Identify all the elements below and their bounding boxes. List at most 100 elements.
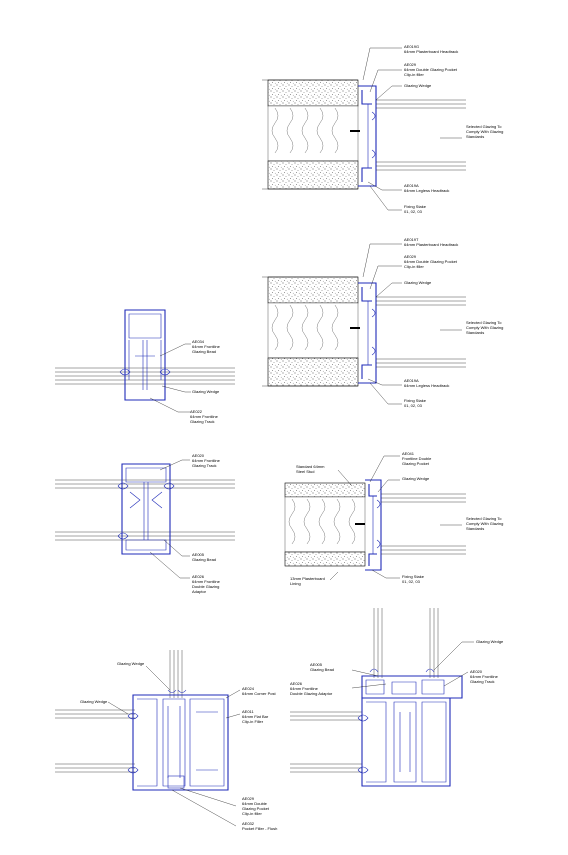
label-line: 64mm Frontline — [290, 686, 319, 691]
label-line: Selected Glazing To — [466, 516, 502, 521]
label-line: Fixing Stake — [404, 398, 427, 403]
wall-section — [262, 79, 359, 190]
label-line: Glazing Pocket — [242, 806, 270, 811]
wall-section — [262, 276, 359, 387]
label-line: AE034 — [192, 339, 205, 344]
label-line: Glazing Wedge — [192, 389, 220, 394]
label-line: 64mm Plasterboard Headtrack — [404, 49, 458, 54]
label-line: AE029 — [404, 62, 417, 67]
corner-post-profile — [127, 689, 229, 791]
label-line: Steel Stud — [296, 469, 314, 474]
label-line: Glazing Wedge — [404, 83, 432, 88]
label-line: 64mm Frontline — [192, 458, 221, 463]
label-line: 64mm Double — [242, 801, 268, 806]
label-line: 64mm Frontline — [190, 414, 219, 419]
label-line: Glazing Track — [470, 679, 494, 684]
label-line: AE019A — [404, 183, 419, 188]
glazing — [381, 493, 466, 555]
glazing — [376, 296, 466, 368]
glazing — [55, 367, 235, 385]
label-line: 64mm Plasterboard Headtrack — [404, 242, 458, 247]
label-line: AE026 — [192, 574, 205, 579]
label-line: AE005 — [192, 552, 205, 557]
label-line: Fixing Stake — [404, 204, 427, 209]
label-line: AE041 — [402, 451, 415, 456]
label-line: Glazing Wedge — [117, 661, 145, 666]
label-line: Selected Glazing To — [466, 320, 502, 325]
label-line: Lining — [290, 581, 301, 586]
label-line: AE019T — [404, 237, 419, 242]
callout-label: Glazing Wedge — [192, 389, 220, 394]
label-line: 64mm Frontline — [470, 674, 499, 679]
label-line: Fixing Stake — [402, 574, 425, 579]
label-line: 64mm Frontline — [192, 344, 221, 349]
label-line: Comply With Glazing — [466, 129, 503, 134]
label-line: 64mm Double Glazing Pocket — [404, 259, 458, 264]
label-line: 64mm Legless Headtrack — [404, 188, 449, 193]
label-line: Pocket Filler - Flush — [242, 826, 277, 831]
label-line: Clip-in Filler — [242, 719, 264, 724]
label-line: Selected Glazing To — [466, 124, 502, 129]
callout-label: Glazing Wedge — [476, 639, 504, 644]
callout-leaders — [362, 243, 462, 405]
callout-label: Glazing Wedge — [404, 83, 432, 88]
callout-label: Glazing Wedge — [402, 476, 430, 481]
callout-leaders — [362, 47, 462, 211]
label-line: 01, 02, 03 — [404, 209, 423, 214]
label-line: 64mm Flat Bar — [242, 714, 269, 719]
label-line: Glazing Wedge — [476, 639, 504, 644]
label-line: AE020 — [192, 453, 205, 458]
callout-leaders — [329, 455, 462, 581]
label-line: Adaptor — [192, 589, 207, 594]
label-line: AE032 — [242, 821, 255, 826]
label-line: 64mm Double Glazing Pocket — [404, 67, 458, 72]
label-line: Standards — [466, 330, 484, 335]
label-line: Clip-in filler — [404, 264, 424, 269]
label-line: AE020 — [470, 669, 483, 674]
label-line: 01, 02, 03 — [404, 403, 423, 408]
label-line: Standards — [466, 526, 484, 531]
label-line: 64mm Corner Post — [242, 691, 276, 696]
label-line: AE024 — [242, 686, 255, 691]
label-line: Double Glazing — [192, 584, 219, 589]
label-line: AE005 — [310, 662, 323, 667]
label-line: AE029 — [242, 796, 255, 801]
label-line: Glazing Wedge — [80, 699, 108, 704]
callout-label: Glazing Wedge — [404, 280, 432, 285]
glazing — [55, 650, 183, 773]
wall-section — [284, 482, 366, 567]
label-line: Standards — [466, 134, 484, 139]
adaptor-profile — [357, 668, 463, 787]
label-line: Clip-in filler — [242, 811, 262, 816]
label-line: AE022 — [190, 409, 203, 414]
label-line: 64mm Frontline — [192, 579, 221, 584]
callout-leaders — [149, 459, 190, 579]
callout-leaders — [107, 665, 241, 827]
glazing — [55, 479, 235, 541]
